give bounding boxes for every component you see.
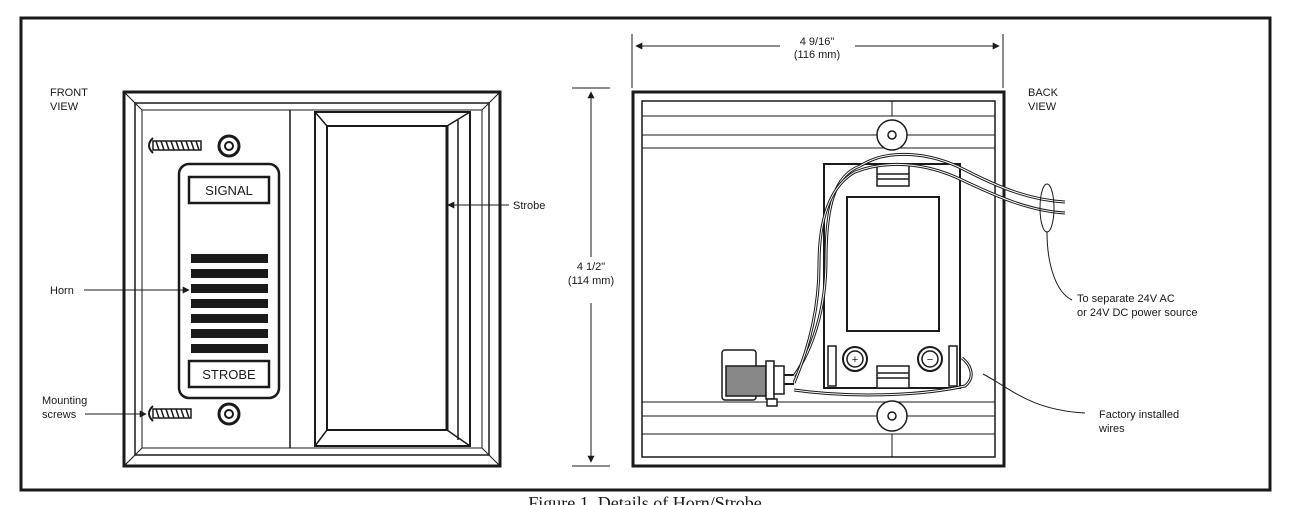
horn-grille xyxy=(191,254,268,353)
front-view-title-line2: VIEW xyxy=(50,101,79,113)
power-source-label-line2: or 24V DC power source xyxy=(1077,307,1197,319)
back-view: BACK VIEW 4 9/16" (116 mm) 4 1/2" (114 m… xyxy=(568,34,1197,468)
mounting-screws-label: Mounting xyxy=(42,395,87,407)
factory-wires xyxy=(793,356,973,397)
signal-label: SIGNAL xyxy=(205,183,253,198)
plus-symbol: + xyxy=(852,354,858,366)
front-device: SIGNAL STROBE xyxy=(122,90,502,468)
front-view: FRONT VIEW xyxy=(42,87,545,468)
power-wires xyxy=(792,152,1066,384)
width-dimension-label: 4 9/16" xyxy=(800,36,835,48)
height-dimension: 4 1/2" (114 mm) xyxy=(568,87,614,467)
front-view-title: FRONT xyxy=(50,87,88,99)
strobe-label-box: STROBE xyxy=(187,359,271,389)
horn-label: Horn xyxy=(50,285,74,297)
factory-wires-label: Factory installed xyxy=(1099,409,1179,421)
strobe-button-label: STROBE xyxy=(202,367,256,382)
height-dimension-label: 4 1/2" xyxy=(577,261,605,273)
factory-wires-label-line2: wires xyxy=(1098,423,1125,435)
strobe-label: Strobe xyxy=(513,200,545,212)
connector-plug-icon xyxy=(721,349,794,407)
power-source-leader xyxy=(1046,231,1073,301)
figure-caption: Figure 1. Details of Horn/Strobe xyxy=(528,493,761,505)
back-view-title-line2: VIEW xyxy=(1028,101,1057,113)
signal-label-box: SIGNAL xyxy=(187,175,271,205)
minus-symbol: − xyxy=(927,354,933,366)
width-dimension: 4 9/16" (116 mm) xyxy=(631,34,1004,88)
plus-terminal-icon: + xyxy=(842,346,868,372)
strobe-lens xyxy=(314,111,471,447)
mounting-screws-label-line2: screws xyxy=(42,409,77,421)
top-screw-icon xyxy=(148,134,241,158)
minus-terminal-icon: − xyxy=(917,346,943,372)
factory-wires-leader xyxy=(982,373,1086,414)
height-dimension-metric: (114 mm) xyxy=(568,275,614,287)
bottom-screw-icon xyxy=(148,402,241,426)
power-source-label: To separate 24V AC xyxy=(1077,293,1175,305)
button-panel xyxy=(177,162,281,400)
width-dimension-metric: (116 mm) xyxy=(794,49,840,61)
back-view-title: BACK xyxy=(1028,87,1059,99)
